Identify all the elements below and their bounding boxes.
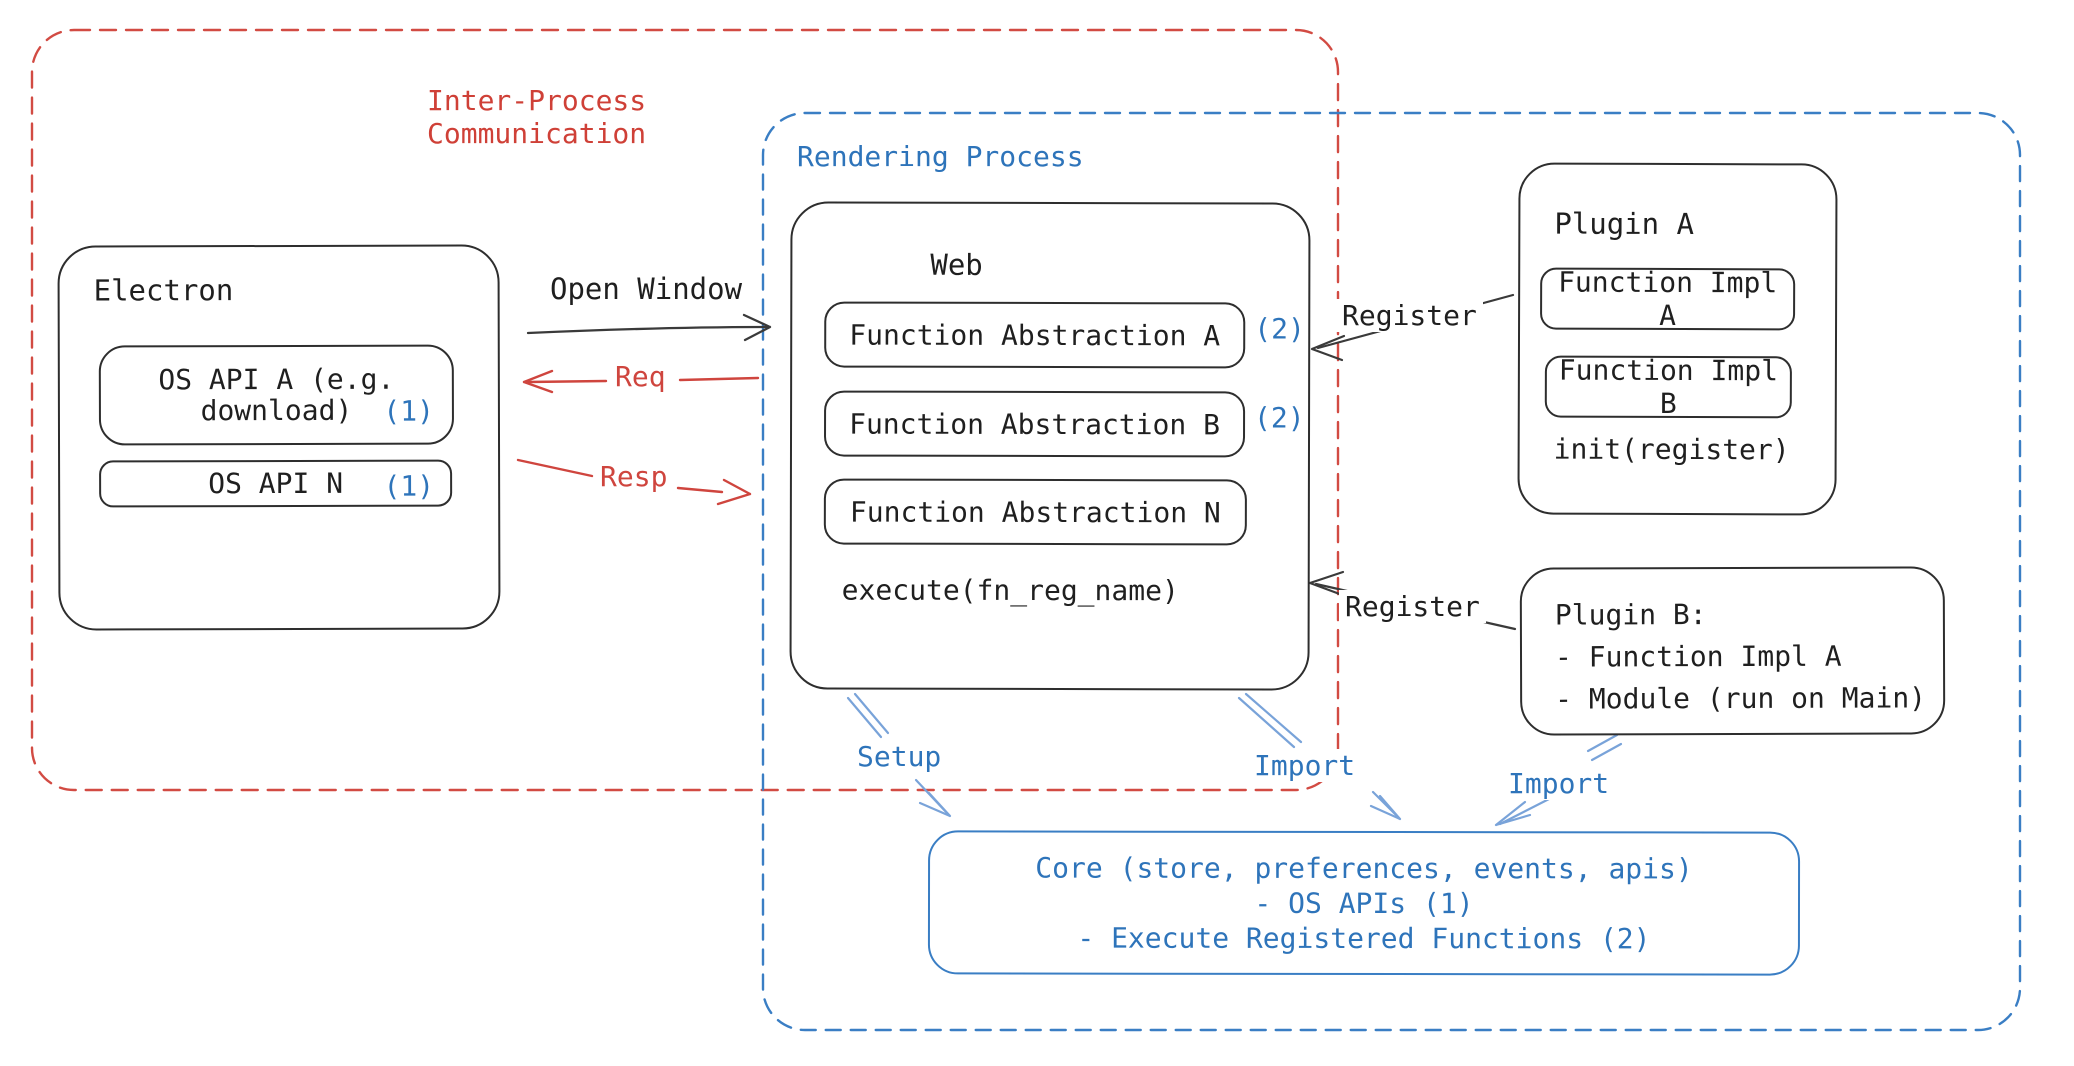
function-abstraction-a-badge: (2): [1254, 312, 1305, 346]
core-line3: - Execute Registered Functions (2): [1077, 921, 1651, 955]
function-abstraction-n-text: Function Abstraction N: [849, 495, 1221, 529]
function-impl-a-node: Function Impl A: [1540, 265, 1796, 332]
os-api-n-text: OS API N: [208, 466, 344, 501]
setup-arrow-label: Setup: [851, 740, 948, 773]
function-abstraction-b-node: Function Abstraction B: [823, 390, 1246, 458]
electron-node: Electron OS API A (e.g. download) (1) OS…: [57, 244, 501, 631]
resp-arrow-label: Resp: [594, 460, 674, 493]
ipc-section-label: Inter-Process Communication: [427, 84, 647, 150]
req-arrow-label: Req: [609, 360, 672, 393]
os-api-a-node: OS API A (e.g. download) (1): [98, 344, 455, 446]
web-title: Web: [930, 247, 983, 282]
core-line2: - OS APIs (1): [1254, 886, 1474, 920]
core-line1: Core (store, preferences, events, apis): [1035, 851, 1693, 885]
function-abstraction-b-badge: (2): [1254, 401, 1305, 435]
open-window-arrow: [526, 313, 772, 342]
register-top-arrow-label: Register: [1336, 299, 1483, 332]
core-node: Core (store, preferences, events, apis) …: [927, 830, 1801, 976]
function-abstraction-b-text: Function Abstraction B: [849, 407, 1221, 441]
import-right-arrow-label: Import: [1502, 767, 1616, 800]
function-abstraction-n-node: Function Abstraction N: [823, 478, 1247, 546]
os-api-a-badge: (1): [383, 394, 434, 428]
plugin-a-title: Plugin A: [1554, 206, 1695, 242]
os-api-a-line2: download): [200, 393, 353, 428]
plugin-b-node: Plugin B: - Function Impl A - Module (ru…: [1519, 566, 1946, 736]
rendering-section-label: Rendering Process: [797, 140, 1084, 173]
function-abstraction-a-text: Function Abstraction A: [849, 318, 1221, 352]
register-bottom-arrow-label: Register: [1339, 590, 1486, 623]
open-window-arrow-label: Open Window: [550, 272, 743, 306]
os-api-a-line1: OS API A (e.g.: [158, 362, 395, 397]
init-register-text: init(register): [1553, 432, 1790, 467]
function-impl-a-text: Function Impl A: [1558, 265, 1778, 332]
execute-function-text: execute(fn_reg_name): [841, 573, 1179, 608]
os-api-n-node: OS API N (1): [99, 459, 453, 508]
plugin-a-node: Plugin A Function Impl A Function Impl B…: [1517, 162, 1838, 516]
os-api-n-badge: (1): [383, 469, 435, 503]
function-impl-b-node: Function Impl B: [1544, 353, 1792, 420]
plugin-b-text: Plugin B: - Function Impl A - Module (ru…: [1554, 598, 1927, 716]
electron-title: Electron: [93, 273, 234, 308]
web-node: Web Function Abstraction A (2) Function …: [789, 201, 1311, 691]
function-impl-b-text: Function Impl B: [1558, 353, 1779, 420]
function-abstraction-a-node: Function Abstraction A: [824, 301, 1246, 369]
import-mid-arrow-label: Import: [1248, 749, 1362, 782]
